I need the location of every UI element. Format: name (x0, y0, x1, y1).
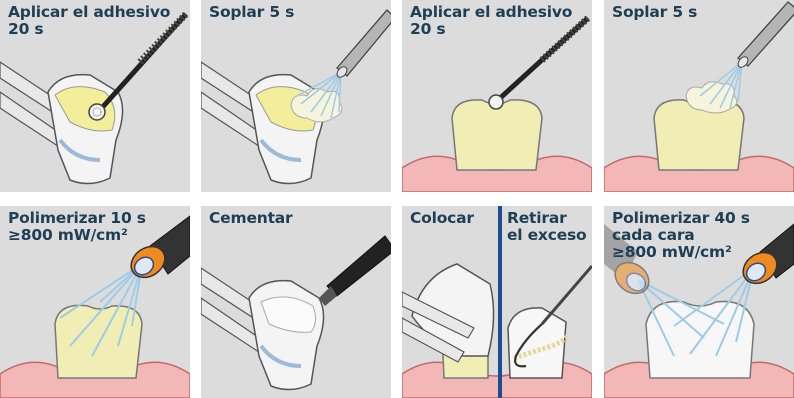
step-panel-4: Soplar 5 s (604, 0, 794, 192)
step-label: Soplar 5 s (209, 3, 295, 21)
cement-syringe-icon (319, 235, 391, 306)
step-panel-7: Colocar Retirar el exceso (402, 206, 592, 398)
step-panel-2: Soplar 5 s (201, 0, 391, 192)
brush-icon (88, 11, 189, 121)
tooth-shape (451, 99, 543, 171)
veneer-air-illustration (201, 9, 391, 185)
curing-lamp-icon (130, 215, 190, 279)
tooth-adhesive-illustration (402, 15, 592, 192)
probe-icon (514, 265, 592, 368)
final-cure-illustration (604, 223, 794, 398)
curing-lamp-icon (742, 223, 794, 285)
step-panel-5: Polimerizar 10 s ≥800 mW/cm² (0, 206, 190, 398)
step-divider (498, 206, 502, 398)
tooth-shape (653, 99, 745, 171)
step-label: Polimerizar 40 s cada cara ≥800 mW/cm² (612, 209, 750, 261)
brush-icon (488, 15, 591, 110)
air-syringe-icon (737, 1, 794, 68)
tooth-shape (54, 304, 143, 379)
step-panel-6: Cementar (201, 206, 391, 398)
step-label: Aplicar el adhesivo 20 s (410, 3, 573, 38)
step-label: Polimerizar 10 s ≥800 mW/cm² (8, 209, 146, 244)
veneer-adhesive-illustration (0, 11, 189, 185)
tooth-cure-illustration (0, 215, 190, 398)
air-cloud (685, 81, 738, 114)
step-label: Cementar (209, 209, 293, 227)
step-label: Aplicar el adhesivo 20 s (8, 3, 171, 38)
step-label: Colocar (410, 209, 474, 227)
gum (402, 361, 592, 398)
tooth-shape (507, 307, 567, 379)
step-label: Soplar 5 s (612, 3, 698, 21)
step-panel-8: Polimerizar 40 s cada cara ≥800 mW/cm² (604, 206, 794, 398)
air-syringe-icon (336, 9, 391, 78)
step-panel-3: Aplicar el adhesivo 20 s (402, 0, 592, 192)
place-remove-illustration (402, 206, 592, 398)
step-panel-1: Aplicar el adhesivo 20 s (0, 0, 190, 192)
tooth-air-illustration (604, 1, 794, 192)
step-label-right: Retirar el exceso (507, 209, 587, 244)
tweezers-icon (402, 291, 475, 363)
veneer-cement-illustration (201, 235, 391, 391)
curing-lamp-icon (604, 224, 650, 295)
